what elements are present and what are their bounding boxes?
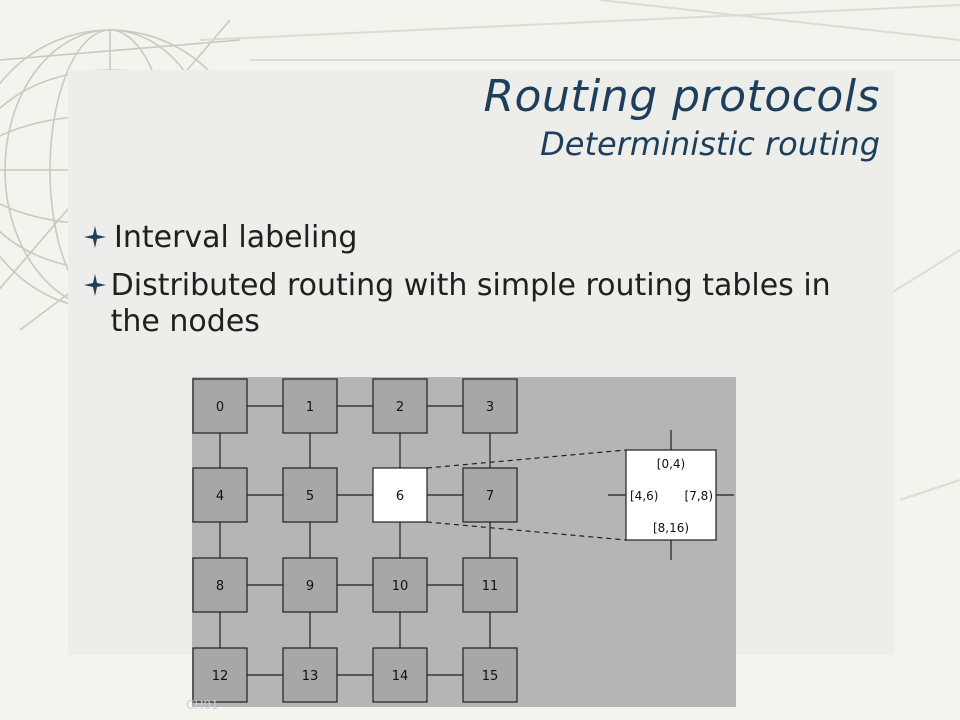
title-block: Routing protocols Deterministic routing [483,70,880,164]
node-box [192,647,248,703]
node-label: 1 [306,400,314,415]
node-box [282,647,338,703]
node-label: 9 [306,579,314,594]
bullet-text: Distributed routing with simple routing … [110,268,831,339]
bullet-item-distributed-routing: Distributed routing with simple routing … [84,268,884,340]
node-label: 5 [306,489,314,504]
four-point-star-icon [84,268,109,300]
node-label: 6 [396,489,404,504]
node-box [372,378,428,434]
node-box [372,557,428,613]
node-label: 3 [486,400,494,415]
zoom-connector [426,449,627,469]
node-box [372,467,428,523]
slide-title: Routing protocols [483,71,880,122]
node-box [462,467,518,523]
node-label: 7 [486,489,494,504]
node-label: 10 [392,579,409,594]
node-label: 8 [216,579,224,594]
node-box [192,557,248,613]
slide-footer: CH01 [186,698,219,712]
node-box [462,647,518,703]
node-label: 0 [216,400,224,415]
node-box [282,557,338,613]
node-box [192,378,248,434]
routing-interval-east: [7,8) [685,489,713,503]
routing-table-box [625,449,717,541]
bullet-text: Interval labeling [114,220,358,255]
node-label: 15 [482,669,499,684]
routing-interval-south: [8,16) [653,521,689,535]
node-label: 12 [212,669,229,684]
node-box [282,378,338,434]
node-label: 14 [392,669,409,684]
bullet-item-interval-labeling: Interval labeling [84,220,884,256]
bullet-list: Interval labeling Distributed routing wi… [84,220,884,352]
slide-subtitle: Deterministic routing [540,125,880,163]
node-box [372,647,428,703]
node-box [462,557,518,613]
routing-interval-north: [0,4) [657,457,685,471]
node-label: 11 [482,579,499,594]
zoom-connector [426,521,627,541]
node-box [192,467,248,523]
node-label: 13 [302,669,319,684]
routing-interval-west: [4,6) [630,489,658,503]
node-label: 2 [396,400,404,415]
node-label: 4 [216,489,224,504]
node-box [462,378,518,434]
node-box [282,467,338,523]
four-point-star-icon [84,220,112,252]
